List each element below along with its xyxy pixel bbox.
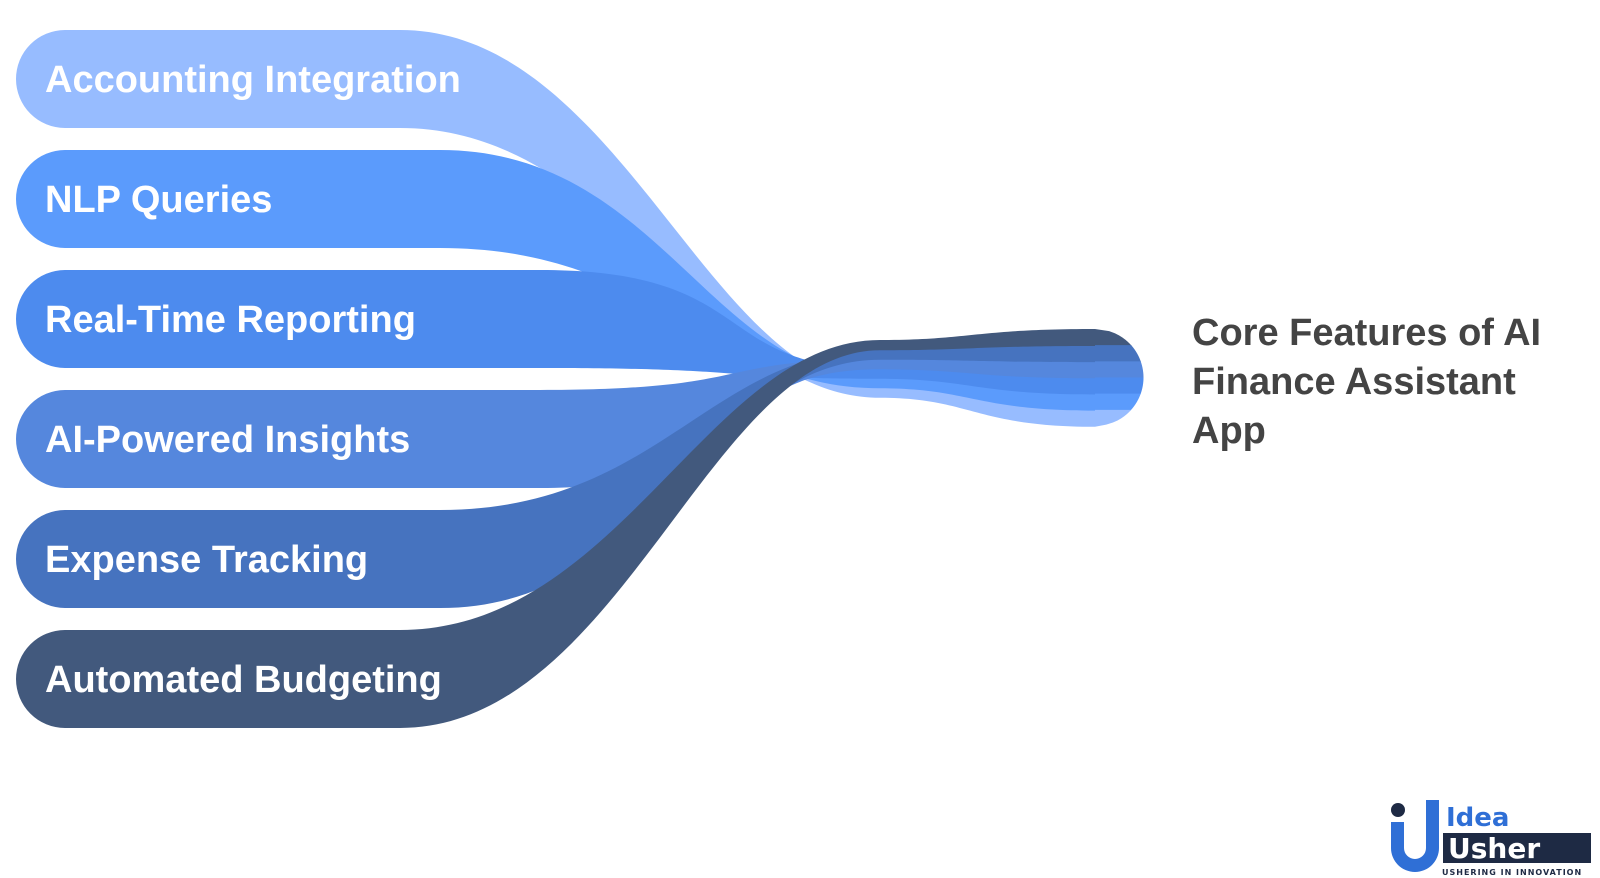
logo-usher-bg	[1443, 833, 1591, 863]
diagram-title: Core Features of AI Finance Assistant Ap…	[1192, 309, 1592, 456]
title-line-3: App	[1192, 410, 1266, 452]
feature-bands	[16, 30, 1144, 728]
title-line-2: Finance Assistant	[1192, 361, 1516, 403]
feature-band-cap	[1095, 409, 1132, 427]
feature-band-cap	[1095, 361, 1144, 379]
feature-band-cap	[1095, 393, 1141, 411]
title-line-1: Core Features of AI	[1192, 312, 1542, 354]
feature-label: Real-Time Reporting	[45, 299, 416, 341]
logo-text-idea: Idea	[1446, 803, 1509, 833]
feature-band	[16, 270, 1095, 395]
feature-band	[16, 345, 1095, 608]
feature-band	[16, 30, 1095, 427]
feature-label: AI-Powered Insights	[45, 419, 410, 461]
logo-u-icon	[1391, 800, 1439, 872]
feature-label: NLP Queries	[45, 179, 272, 221]
idea-usher-logo: Idea Usher USHERING IN INNOVATION	[1391, 800, 1591, 877]
feature-label: Accounting Integration	[45, 59, 461, 101]
feature-label: Automated Budgeting	[45, 659, 442, 701]
feature-band	[16, 150, 1095, 411]
feature-band-cap	[1095, 377, 1144, 395]
feature-band	[16, 329, 1095, 728]
feature-band	[16, 359, 1095, 488]
feature-band-cap	[1095, 345, 1142, 363]
feature-band-cap	[1095, 329, 1132, 346]
logo-dot-icon	[1391, 803, 1405, 817]
feature-label: Expense Tracking	[45, 539, 368, 581]
logo-tagline: USHERING IN INNOVATION	[1442, 868, 1582, 877]
logo-text-usher: Usher	[1448, 832, 1540, 865]
